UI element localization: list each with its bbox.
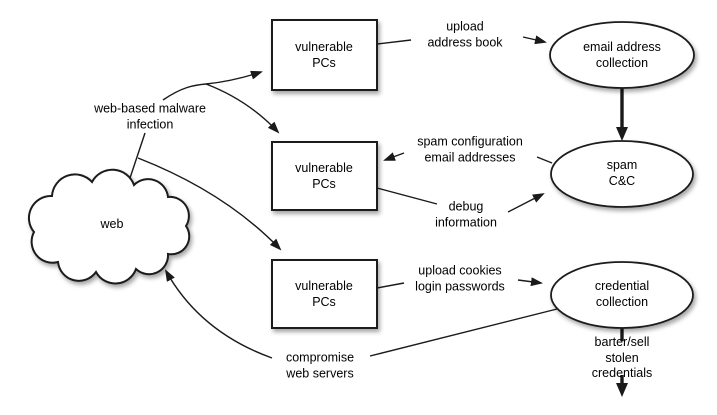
edge-pcs-top-to-upload-label <box>376 39 412 45</box>
web-malware-infection-label: web-based malware infection <box>94 101 206 132</box>
edge-cloud-to-infection-label <box>128 132 146 182</box>
debug-information-label: debug information <box>435 199 497 230</box>
edge-upload-label-to-email-collection <box>522 35 547 45</box>
edge-compromise-label-to-web <box>165 269 273 359</box>
edge-pcs-middle-to-debug-label <box>376 187 438 205</box>
spam-cc-ellipse <box>550 140 694 208</box>
credential-collection-label: credential collection <box>594 279 650 309</box>
email-collection-ellipse <box>549 21 695 89</box>
pcs-top-box <box>271 19 378 91</box>
edge-pcs-bottom-to-cookies-label <box>376 282 405 289</box>
web-cloud-label: web <box>100 217 124 231</box>
spam-cc-label: spam C&C <box>606 158 638 188</box>
edge-debug-label-to-spam-cc <box>507 193 545 213</box>
edge-spam-cc-to-spamconfig-label <box>536 156 553 164</box>
edge-web-to-pcs-bottom <box>137 157 282 251</box>
pcs-top-label: vulnerable PCs <box>295 40 353 70</box>
diagram-edges <box>128 35 628 397</box>
email-collection-label: email address collection <box>583 40 661 70</box>
upload-address-book-label: upload address book <box>427 19 503 50</box>
pcs-bottom-label: vulnerable PCs <box>295 279 353 309</box>
edge-credential-collection-to-compromise-label <box>369 308 558 357</box>
edge-infection-to-pcs-middle <box>205 83 280 134</box>
barter-sell-label: barter/sell stolen credentials <box>591 334 653 380</box>
web-cloud-shape <box>27 168 191 285</box>
edge-spamconfig-to-pcs-middle <box>383 152 405 161</box>
compromise-web-servers-label: compromise web servers <box>285 350 355 381</box>
pcs-middle-box <box>271 141 378 211</box>
credential-collection-ellipse <box>550 261 694 329</box>
diagram-nodes <box>27 19 695 329</box>
spam-configuration-label: spam configuration email addresses <box>417 134 523 165</box>
pcs-bottom-box <box>271 259 378 329</box>
upload-cookies-label: upload cookies login passwords <box>415 263 505 294</box>
edge-cookies-label-to-credential-collection <box>517 277 543 287</box>
pcs-middle-label: vulnerable PCs <box>295 161 353 191</box>
